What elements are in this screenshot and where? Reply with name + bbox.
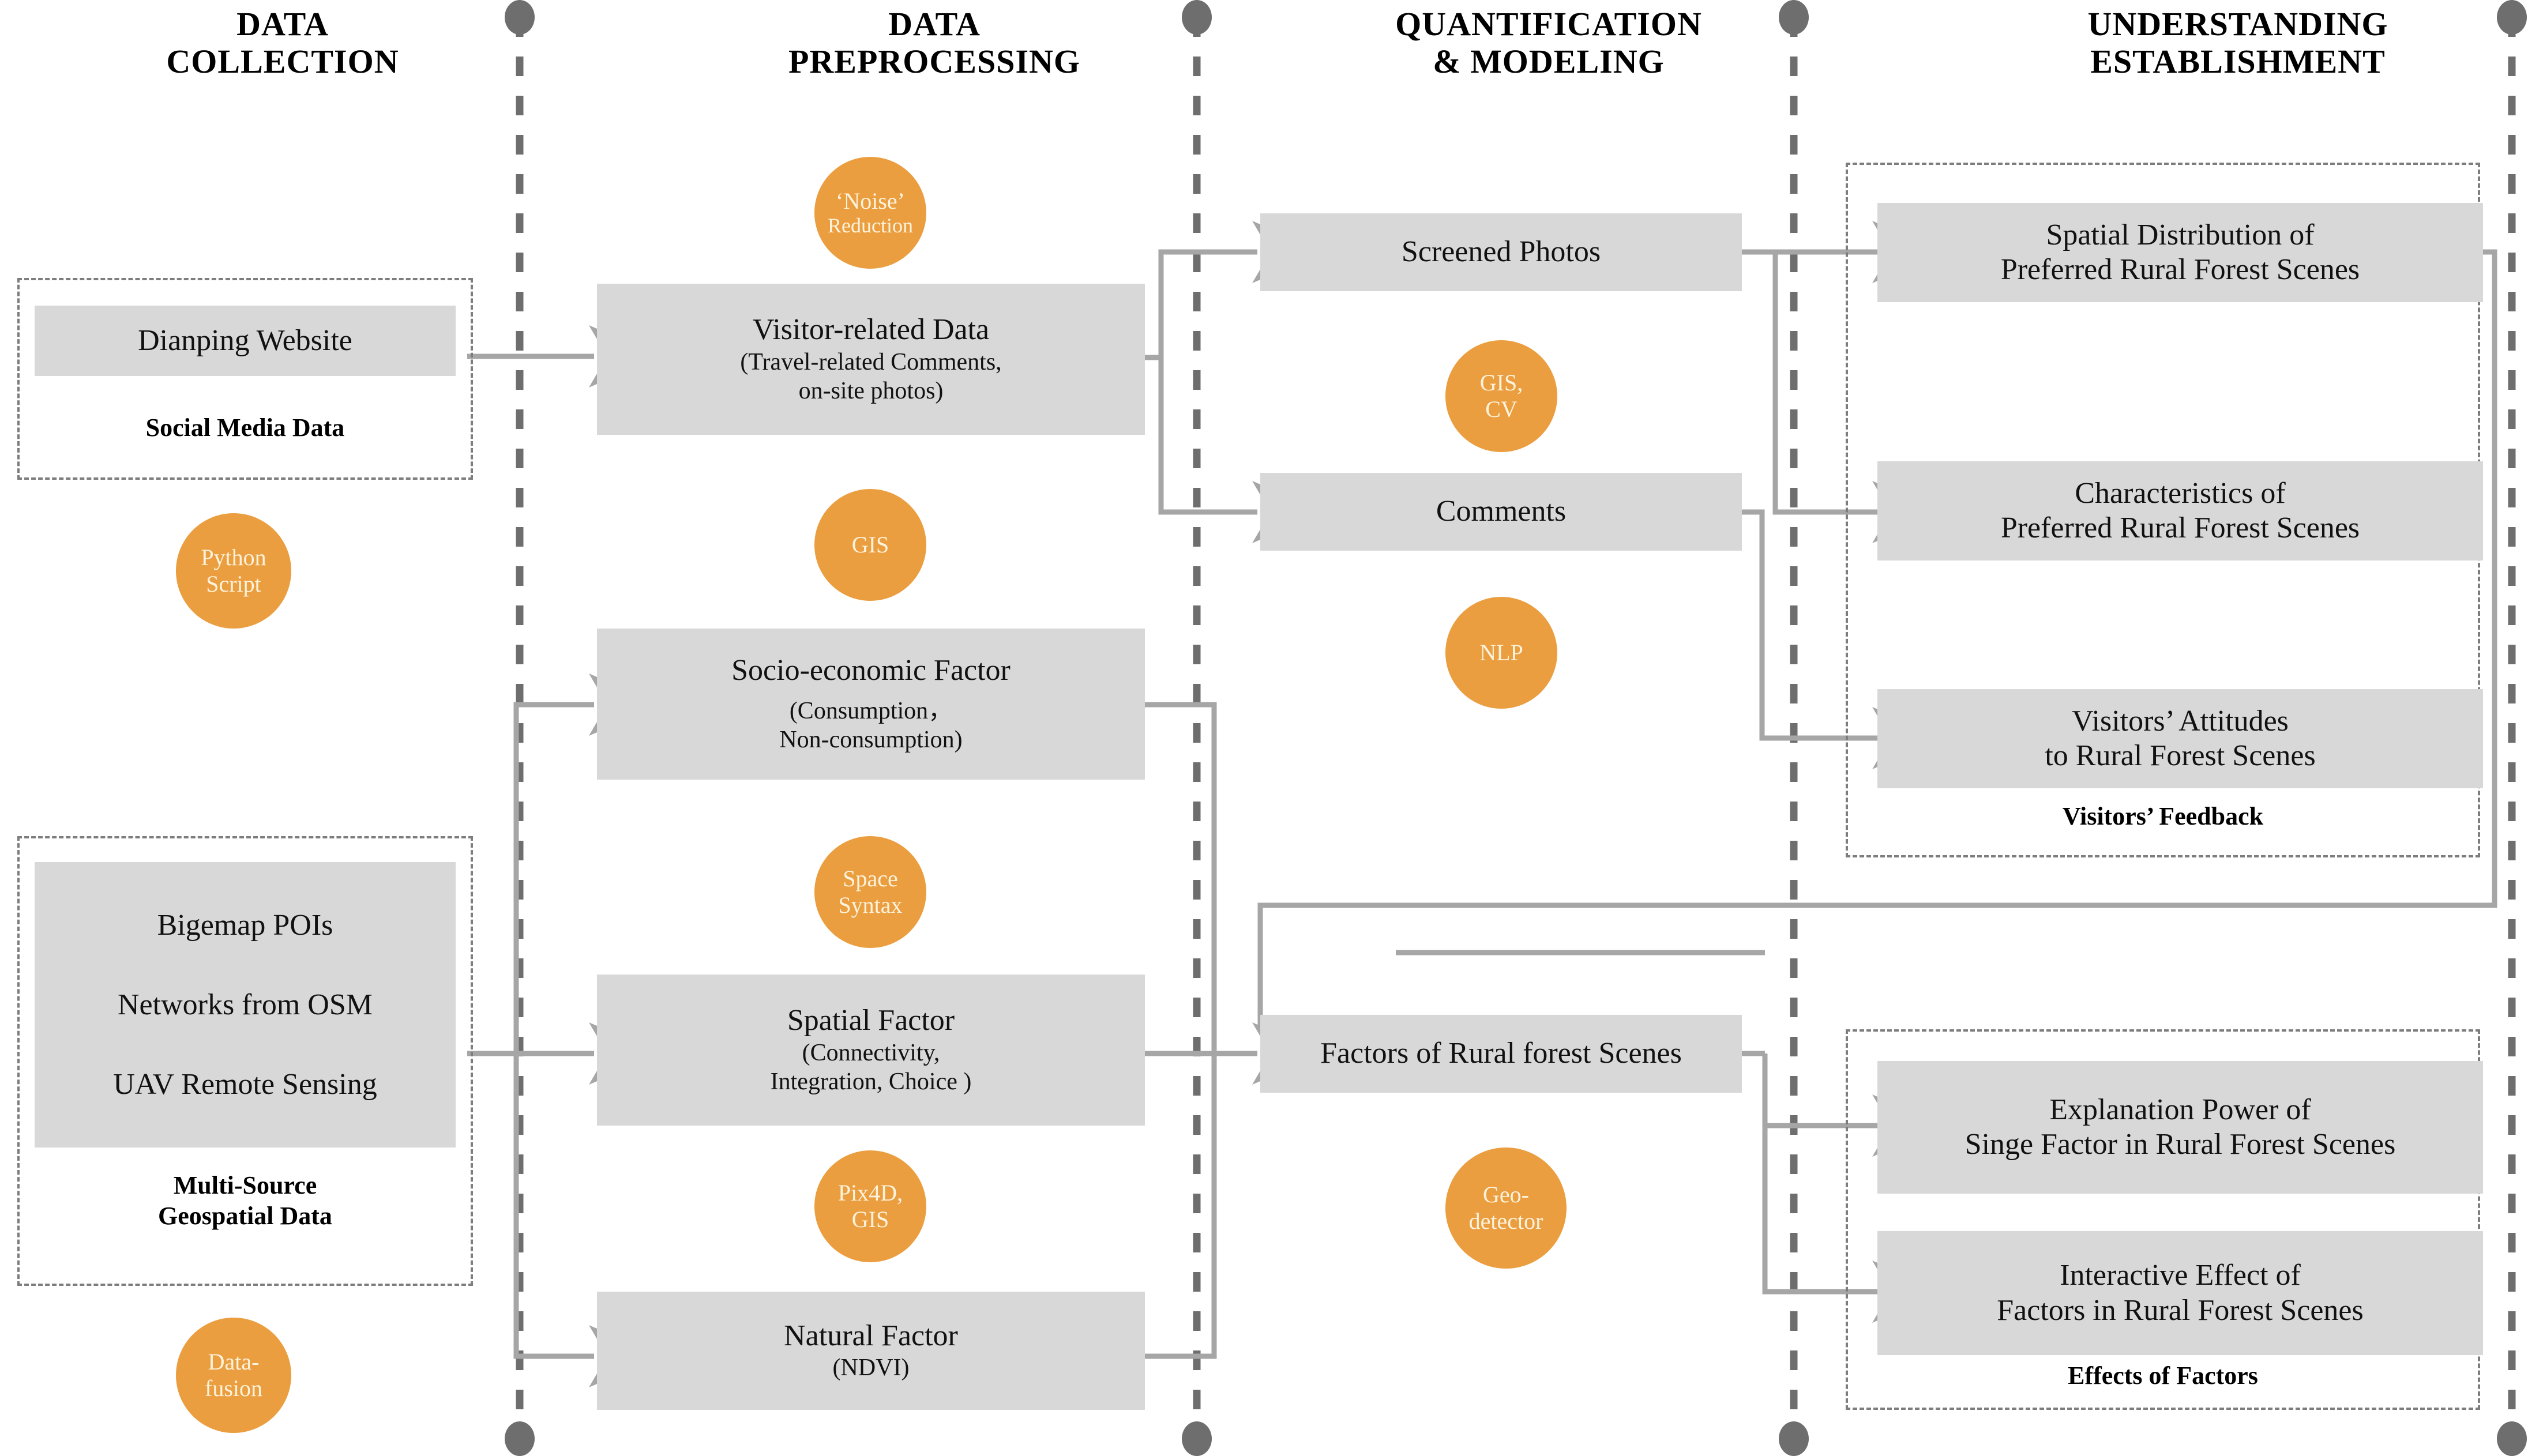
tool-label-line1: GIS (851, 532, 889, 558)
tool-label-line1: NLP (1479, 639, 1523, 666)
tool-label-line1: Data- (208, 1349, 260, 1375)
box-title: Comments (1436, 495, 1567, 528)
group-social-media-data (17, 278, 473, 480)
box-subtitle-1: (NDVI) (832, 1355, 910, 1382)
label-line2: Geospatial Data (158, 1201, 332, 1230)
box-title: Factors of Rural forest Scenes (1320, 1037, 1682, 1070)
list-item: Bigemap POIs (157, 908, 333, 942)
box-title: Visitor-related Data (752, 313, 990, 347)
label-effects-of-factors: Effects of Factors (2068, 1361, 2258, 1390)
tool-gis-cv[interactable]: GIS, CV (1445, 340, 1557, 452)
box-title: Screened Photos (1401, 235, 1601, 269)
box-interactive-effect-factors[interactable]: Interactive Effect of Factors in Rural F… (1877, 1231, 2483, 1355)
tool-gis-socio[interactable]: GIS (814, 489, 926, 601)
box-subtitle-1: (Consumption， (789, 697, 953, 724)
box-line1: Characteristics of (2075, 476, 2286, 510)
tool-pix4d-gis[interactable]: Pix4D, GIS (814, 1150, 926, 1262)
tool-geo-detector[interactable]: Geo- detector (1445, 1148, 1567, 1269)
edge-visitor-photos (1158, 221, 1325, 358)
box-explanation-power-single-factor[interactable]: Explanation Power of Singe Factor in Rur… (1877, 1061, 2483, 1194)
box-subtitle-2: Integration, Choice ) (770, 1069, 972, 1096)
box-line1: Interactive Effect of (2060, 1259, 2301, 1292)
edge-visitor-comments (1158, 358, 1325, 543)
tool-label-line2: GIS (851, 1206, 889, 1232)
box-title: Natural Factor (784, 1319, 958, 1353)
tool-space-syntax[interactable]: Space Syntax (814, 836, 926, 948)
box-line2: Singe Factor in Rural Forest Scenes (1964, 1128, 2396, 1161)
tool-label-line2: Reduction (828, 214, 913, 238)
box-characteristics-preferred-scenes[interactable]: Characteristics of Preferred Rural Fores… (1877, 461, 2483, 560)
header-line1: QUANTIFICATION (1395, 5, 1702, 43)
box-factors-of-rural-forest-scenes[interactable]: Factors of Rural forest Scenes (1260, 1015, 1742, 1093)
tool-label-line1: GIS, (1479, 370, 1523, 396)
box-visitors-attitudes[interactable]: Visitors’ Attitudes to Rural Forest Scen… (1877, 689, 2483, 788)
list-item: UAV Remote Sensing (113, 1068, 377, 1101)
box-line2: Preferred Rural Forest Scenes (2000, 253, 2360, 286)
tool-label-line1: Geo- (1483, 1182, 1529, 1208)
label-social-media-data: Social Media Data (145, 413, 345, 442)
tool-label-line2: Script (206, 571, 261, 597)
box-visitor-related-data[interactable]: Visitor-related Data (Travel-related Com… (597, 284, 1145, 435)
tool-label-line1: Pix4D, (837, 1180, 903, 1206)
header-line2: PREPROCESSING (788, 42, 1081, 80)
edge-factors-bus (1145, 702, 1217, 1359)
tool-label-line2: CV (1485, 396, 1517, 422)
box-line1: Explanation Power of (2049, 1093, 2311, 1126)
box-line2: Factors in Rural Forest Scenes (1997, 1293, 2364, 1327)
box-subtitle-2: Non-consumption) (779, 727, 963, 754)
box-title: Spatial Factor (787, 1004, 955, 1037)
box-line2: Preferred Rural Forest Scenes (2000, 511, 2360, 544)
label-visitors-feedback: Visitors’ Feedback (2062, 802, 2264, 830)
list-item: Networks from OSM (118, 988, 373, 1021)
column-header-data-preprocessing: DATA PREPROCESSING (709, 5, 1159, 81)
edge-geo-socio (513, 674, 662, 1054)
tool-label-line1: Space (843, 866, 898, 892)
edge-geo-natural (513, 1054, 662, 1387)
column-header-data-collection: DATA COLLECTION (104, 5, 461, 81)
tool-label-line2: detector (1468, 1208, 1543, 1234)
box-spatial-factor[interactable]: Spatial Factor (Connectivity, Integratio… (597, 975, 1145, 1126)
label-multi-source-geospatial-data: Multi-Source Geospatial Data (17, 1171, 473, 1232)
box-line1: Visitors’ Attitudes (2072, 704, 2289, 738)
box-subtitle-1: (Travel-related Comments, (740, 348, 1002, 375)
tool-python-script[interactable]: Python Script (176, 513, 291, 629)
tool-label-line1: Python (201, 544, 266, 571)
box-subtitle-1: (Connectivity, (802, 1039, 940, 1066)
box-comments[interactable]: Comments (1260, 473, 1742, 551)
box-geospatial-sources[interactable]: Bigemap POIs Networks from OSM UAV Remot… (35, 862, 456, 1148)
header-line2: & MODELING (1433, 42, 1665, 80)
box-label: Dianping Website (138, 323, 352, 357)
box-title: Socio-economic Factor (731, 654, 1011, 687)
box-screened-photos[interactable]: Screened Photos (1260, 213, 1742, 291)
column-header-quantification-modeling: QUANTIFICATION & MODELING (1321, 5, 1776, 81)
box-spatial-distribution[interactable]: Spatial Distribution of Preferred Rural … (1877, 203, 2483, 302)
header-line1: DATA (236, 5, 329, 43)
header-line1: DATA (888, 5, 981, 43)
box-natural-factor[interactable]: Natural Factor (NDVI) (597, 1292, 1145, 1410)
box-line2: to Rural Forest Scenes (2045, 739, 2316, 772)
label-line1: Multi-Source (173, 1171, 317, 1199)
box-subtitle-2: on-site photos) (798, 378, 944, 405)
group-multi-source-geospatial-data (17, 836, 473, 1286)
box-dianping-website[interactable]: Dianping Website (35, 306, 456, 376)
header-line2: ESTABLISHMENT (2090, 42, 2386, 80)
tool-data-fusion[interactable]: Data- fusion (176, 1318, 291, 1433)
header-line2: COLLECTION (166, 42, 399, 80)
tool-label-line1: ‘Noise’ (836, 187, 905, 214)
tool-noise-reduction[interactable]: ‘Noise’ Reduction (814, 157, 926, 269)
tool-label-line2: Syntax (838, 892, 903, 918)
box-socio-economic-factor[interactable]: Socio-economic Factor (Consumption， Non-… (597, 629, 1145, 780)
header-line1: UNDERSTANDING (2087, 5, 2388, 43)
tool-nlp[interactable]: NLP (1445, 597, 1557, 709)
tool-label-line2: fusion (205, 1375, 262, 1401)
box-line1: Spatial Distribution of (2046, 218, 2315, 251)
column-header-understanding-establishment: UNDERSTANDING ESTABLISHMENT (1984, 5, 2492, 81)
group-effects-of-factors (1846, 1029, 2480, 1410)
